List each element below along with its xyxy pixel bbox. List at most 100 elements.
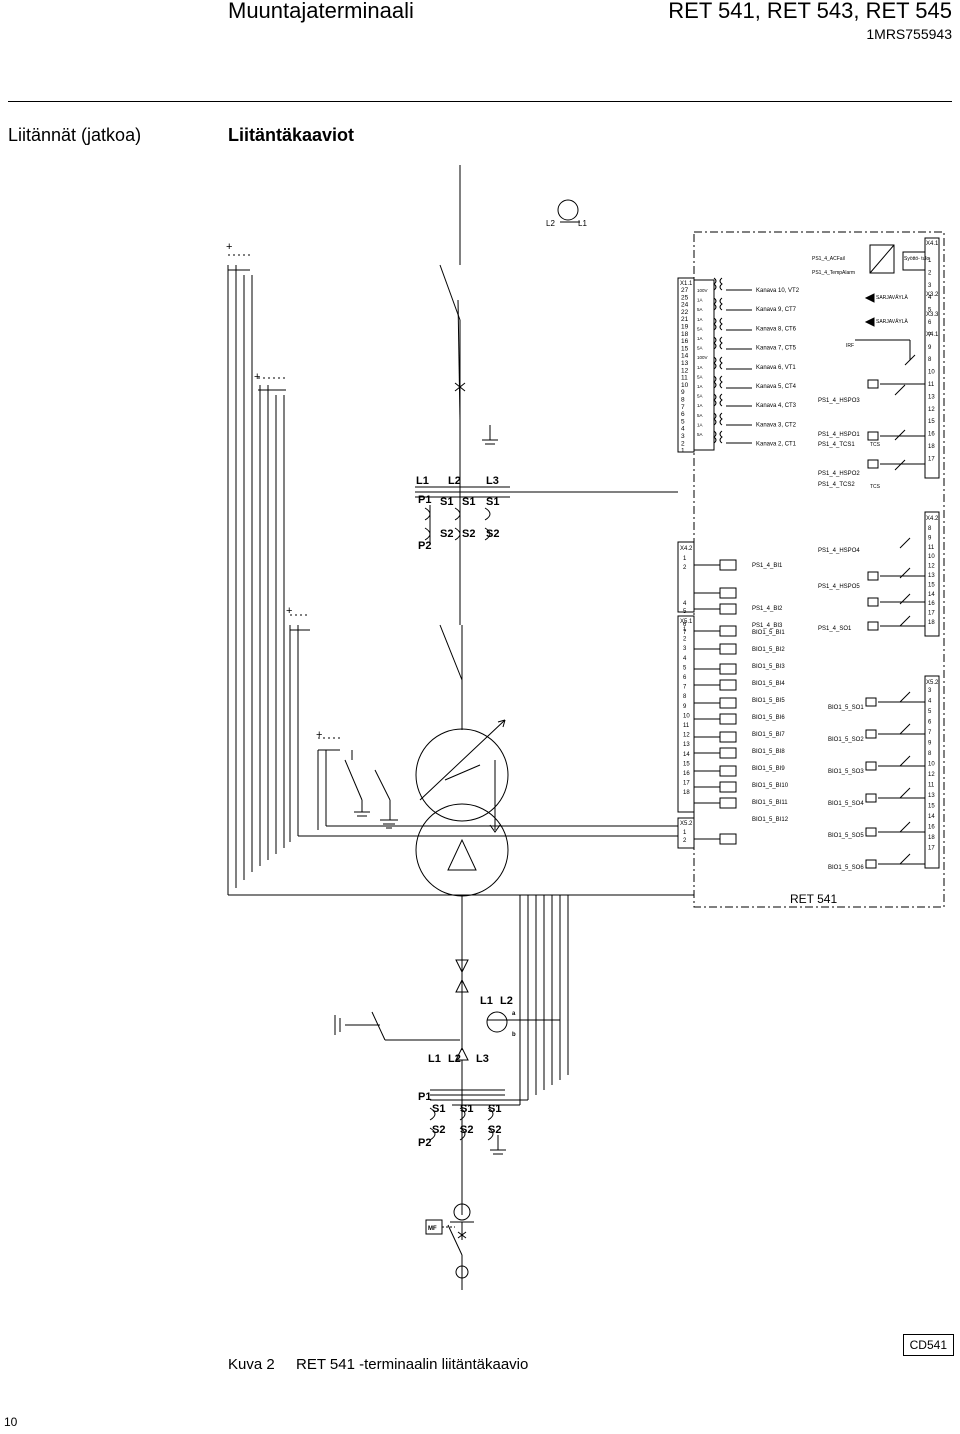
- lv-phase-l2: L2: [448, 1053, 461, 1065]
- right-pin: 16: [928, 825, 935, 831]
- ps-output-label: PS1_4_HSPO5: [818, 584, 860, 590]
- bio-pin: 12: [683, 733, 690, 739]
- right-pin: 14: [928, 814, 935, 820]
- right-pin: 17: [928, 846, 935, 852]
- bio-input-label: BIO1_5_BI9: [752, 766, 785, 772]
- ps-output-label: PS1_4_HSPO3: [818, 398, 860, 404]
- right-pin: 1: [928, 258, 932, 264]
- right-pin: 4: [928, 295, 932, 301]
- analog-channel-label: Kanava 2, CT1: [756, 442, 797, 448]
- plus-marker-1: +: [226, 241, 232, 253]
- right-pin: 6: [928, 320, 932, 326]
- bio-input-label: BIO1_5_BI10: [752, 783, 789, 789]
- ct-secondary-s1a: S1: [440, 496, 453, 508]
- bio-output-label: BIO1_5_SO4: [828, 801, 864, 807]
- figure-caption: RET 541 -terminaalin liitäntäkaavio: [296, 1356, 529, 1373]
- analog-rating: 5A: [697, 432, 703, 437]
- analog-pin: 5: [681, 418, 685, 425]
- lv-bus-l2: L2: [500, 995, 513, 1007]
- right-pin: 16: [928, 432, 935, 438]
- analog-pin: 8: [681, 397, 685, 404]
- analog-rating: 5A: [697, 307, 703, 312]
- ps-output-list: PS1_4_HSPO3PS1_4_HSPO1PS1_4_TCS1PS1_4_HS…: [818, 398, 860, 632]
- right-pin: 18: [928, 835, 935, 841]
- ps-output-label: PS1_4_SO1: [818, 626, 852, 632]
- subsection-title: Liitäntäkaaviot: [228, 125, 355, 145]
- analog-pin: 22: [681, 309, 689, 316]
- plus-marker-3: +: [286, 605, 292, 617]
- terminal-x5-2-right: X5.2: [926, 680, 939, 686]
- bio-pin: 18: [683, 790, 690, 796]
- analog-pin: 10: [681, 382, 689, 389]
- analog-pin: 9: [681, 389, 685, 396]
- bio-input-label: BIO1_5_BI5: [752, 698, 785, 704]
- bus-label-l1: L1: [578, 219, 587, 228]
- lv-phase-l3: L3: [476, 1053, 489, 1065]
- terminal-x4-1-top: X4.1: [926, 241, 939, 247]
- ps-output-label: PS1_4_HSPO1: [818, 432, 860, 438]
- lv-ct-s1a: S1: [432, 1103, 445, 1115]
- ps-input-pin: 2: [683, 565, 687, 571]
- ct-primary-p1: P1: [418, 494, 431, 506]
- bio-pin: 17: [683, 781, 690, 787]
- analog-channel-label: Kanava 7, CT5: [756, 346, 797, 352]
- analog-pin: 18: [681, 331, 689, 338]
- analog-channel-label: Kanava 8, CT6: [756, 326, 797, 332]
- tcs-label-2: TCS: [870, 484, 881, 490]
- bus-label-l2: L2: [546, 219, 555, 228]
- bio-output-label: BIO1_5_SO2: [828, 737, 864, 743]
- analog-rating: 5A: [697, 394, 703, 399]
- lv-ct-s1b: S1: [460, 1103, 473, 1115]
- serial-bus-2: SARJAVÄYLÄ: [876, 318, 909, 325]
- bio-pin: 1: [683, 830, 687, 836]
- right-pin: 4: [928, 699, 932, 705]
- right-pin: 12: [928, 564, 935, 570]
- analog-channel-label: Kanava 3, CT2: [756, 422, 797, 428]
- ps-input-label: PS1_4_BI1: [752, 563, 783, 569]
- ps-output-label: PS1_4_TCS1: [818, 442, 855, 448]
- bio-output-list: BIO1_5_SO1BIO1_5_SO2BIO1_5_SO3BIO1_5_SO4…: [828, 705, 864, 871]
- analog-rating: 1A: [697, 298, 703, 303]
- lv-phase-l1: L1: [428, 1053, 441, 1065]
- analog-rating: 1A: [697, 422, 703, 427]
- bio-input-list: BIO1_5_BI1BIO1_5_BI2BIO1_5_BI3BIO1_5_BI4…: [752, 630, 789, 823]
- analog-pin: 3: [681, 433, 685, 440]
- bio-pin: 10: [683, 713, 690, 719]
- page-number: 10: [4, 1415, 18, 1429]
- analog-pin: 14: [681, 353, 689, 360]
- ps-input-pin: 4: [683, 601, 687, 607]
- analog-pin: 15: [681, 345, 689, 352]
- bio-input-label: BIO1_5_BI12: [752, 817, 789, 823]
- bio-input-label: BIO1_5_BI1: [752, 630, 785, 636]
- right-pin: 9: [928, 345, 932, 351]
- serial-bus-1: SARJAVÄYLÄ: [876, 294, 909, 301]
- tcs-label-1: TCS: [870, 442, 881, 448]
- bio-pin: 13: [683, 742, 690, 748]
- right-pin: 14: [928, 592, 935, 598]
- analog-pin: 1: [681, 448, 685, 455]
- header-rule: [8, 101, 952, 102]
- bio-pin: 8: [683, 694, 687, 700]
- bio-output-label: BIO1_5_SO3: [828, 769, 864, 775]
- ps-input-pin: 6: [683, 622, 687, 628]
- product-family: Muuntajaterminaali: [228, 0, 414, 23]
- vt-terminal-a: a: [512, 1011, 516, 1017]
- right-pin: 13: [928, 394, 935, 400]
- analog-pin: 2: [681, 440, 685, 447]
- status-acfail: PS1_4_ACFail: [812, 256, 845, 262]
- analog-rating: 5A: [697, 374, 703, 379]
- analog-channel-label: Kanava 5, CT4: [756, 384, 797, 390]
- right-pin: 6: [928, 720, 932, 726]
- irf-label: IRF: [846, 343, 854, 349]
- bio-pin: 4: [683, 656, 687, 662]
- analog-pin: 7: [681, 404, 685, 411]
- analog-rating: 5A: [697, 346, 703, 351]
- ct-secondary-s2c: S2: [486, 528, 499, 540]
- ps-input-pin: 7: [683, 630, 687, 636]
- bio-input-label: BIO1_5_BI2: [752, 647, 785, 653]
